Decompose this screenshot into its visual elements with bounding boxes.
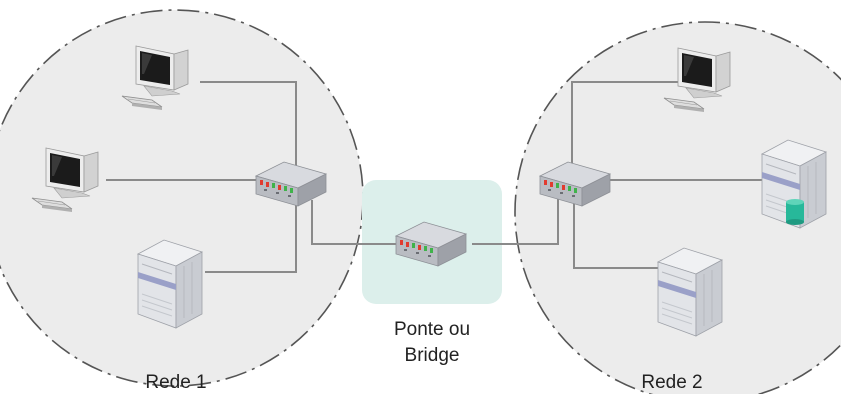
bridge-label-line1: Ponte ou (393, 319, 471, 340)
network-2-links (472, 81, 764, 269)
database-icon (786, 199, 804, 225)
network-1-label: Rede 1 (145, 372, 207, 393)
network-1-links (106, 81, 400, 273)
network-2-label: Rede 2 (641, 372, 703, 393)
bridge-label-line2: Bridge (404, 345, 460, 366)
network-2-boundary (514, 21, 841, 394)
server-icon (657, 247, 723, 337)
server-icon (137, 239, 203, 329)
